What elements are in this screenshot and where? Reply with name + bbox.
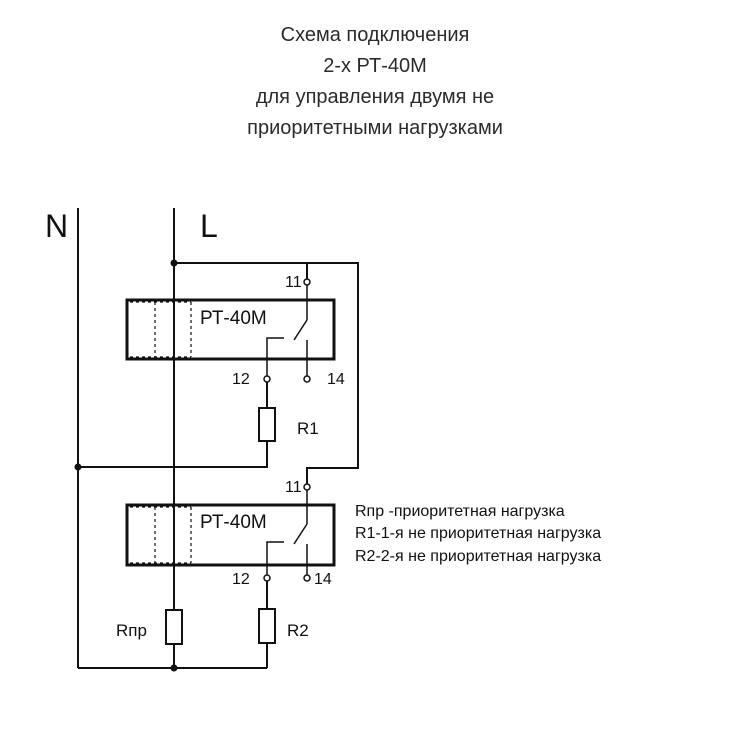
title-line-3: для управления двумя не [255,86,495,108]
junction-dot [74,463,82,471]
r1-resistor [258,407,276,442]
relay1-nc-contact [266,337,284,376]
relay2-nc-contact [266,541,284,575]
diagram-title: Схема подключения 2-х РТ-40М для управле… [0,20,750,144]
supply-loop-wire [174,262,359,484]
legend-rpr: Rпр -приоритетная нагрузка [355,503,565,520]
rpr-resistor [165,609,183,645]
relay2-label: РТ-40М [200,512,267,533]
relay2-pin-14: 14 [314,571,332,588]
line-label: L [200,208,218,244]
relay2-terminal-12 [263,574,271,582]
r1-label: R1 [297,419,319,438]
legend-r1: R1-1-я не приоритетная нагрузка [355,525,601,542]
rpr-label: Rпр [116,621,147,640]
relay1-pin-11: 11 [285,274,302,291]
title-line-4: приоритетными нагрузками [247,117,503,139]
r2-resistor [258,608,276,644]
title-line-2: 2-х РТ-40М [323,55,427,77]
r2-label: R2 [287,621,309,640]
relay2-pin-11: 11 [285,479,302,496]
relay1-terminal-14 [303,375,311,383]
relay1-pin-12: 12 [232,371,250,388]
relay1-body [125,298,336,361]
relay1-terminal-11 [303,278,311,286]
legend-r2: R2-2-я не приоритетная нагрузка [355,548,601,565]
relay1-label: РТ-40М [200,308,267,329]
relay1-switch-blade [293,319,308,341]
relay1-pin-14: 14 [327,371,345,388]
relay2-pin-12: 12 [232,571,250,588]
relay2-terminal-14 [303,574,311,582]
relay2-terminal-11 [303,483,311,491]
r1-return-wire [78,441,268,468]
junction-dot [170,259,178,267]
title-line-1: Схема подключения [280,24,470,46]
junction-dot [170,664,178,672]
relay2-switch-blade [293,523,308,545]
neutral-label: N [45,208,68,244]
relay1-terminal-12 [263,375,271,383]
